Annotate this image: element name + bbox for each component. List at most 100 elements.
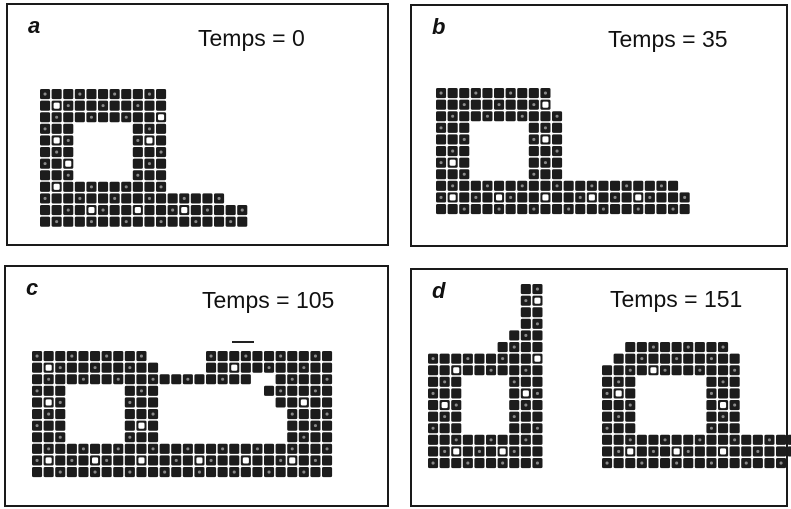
- cell-speckle: [625, 184, 628, 187]
- cell: [322, 397, 332, 407]
- cell: [532, 342, 542, 352]
- cell: [156, 135, 166, 145]
- cell-speckle: [687, 450, 690, 453]
- cell: [148, 421, 158, 431]
- cell: [552, 192, 562, 202]
- cell: [598, 192, 608, 202]
- cell: [451, 354, 461, 364]
- cell-center: [534, 356, 540, 362]
- cell-speckle: [233, 471, 236, 474]
- cell-speckle: [637, 208, 640, 211]
- cell: [506, 111, 516, 121]
- cell: [110, 101, 120, 111]
- cell: [648, 435, 658, 445]
- cell: [44, 386, 54, 396]
- cell: [218, 363, 228, 373]
- cell: [136, 467, 146, 477]
- cell-speckle: [113, 93, 116, 96]
- cell: [206, 467, 216, 477]
- cell: [156, 170, 166, 180]
- cell: [540, 204, 550, 214]
- cell-speckle: [36, 459, 39, 462]
- cell-speckle: [94, 471, 97, 474]
- cell: [102, 467, 112, 477]
- cell: [540, 181, 550, 191]
- cell: [148, 386, 158, 396]
- cell-center: [542, 194, 548, 200]
- cell: [436, 146, 446, 156]
- cell-speckle: [664, 438, 667, 441]
- cell: [148, 455, 158, 465]
- cell: [322, 467, 332, 477]
- cell-speckle: [59, 436, 62, 439]
- cell-speckle: [567, 208, 570, 211]
- cell: [459, 146, 469, 156]
- cell: [299, 455, 309, 465]
- cell-speckle: [756, 450, 759, 453]
- cell: [160, 444, 170, 454]
- cell: [459, 192, 469, 202]
- cell: [532, 307, 542, 317]
- cell: [486, 354, 496, 364]
- cell-speckle: [440, 196, 443, 199]
- cell-center: [138, 457, 144, 463]
- cell: [264, 444, 274, 454]
- cell: [229, 351, 239, 361]
- cell: [509, 400, 519, 410]
- cell-center: [627, 448, 633, 454]
- cell-speckle: [82, 378, 85, 381]
- cell: [436, 204, 446, 214]
- cell: [521, 412, 531, 422]
- cell: [32, 397, 42, 407]
- cell-speckle: [44, 162, 47, 165]
- cell: [148, 397, 158, 407]
- cell-speckle: [648, 196, 651, 199]
- cell: [509, 423, 519, 433]
- cell: [529, 181, 539, 191]
- cell: [52, 159, 62, 169]
- cell-speckle: [113, 197, 116, 200]
- cell: [764, 446, 774, 456]
- cell: [776, 435, 786, 445]
- cell: [125, 409, 135, 419]
- cell-speckle: [544, 92, 547, 95]
- cell: [194, 444, 204, 454]
- cell: [287, 386, 297, 396]
- cell-center: [54, 103, 60, 109]
- cell: [136, 409, 146, 419]
- cell: [540, 169, 550, 179]
- cell-speckle: [513, 346, 516, 349]
- cell: [706, 342, 716, 352]
- cell-speckle: [302, 436, 305, 439]
- cell: [241, 467, 251, 477]
- cell: [299, 421, 309, 431]
- cell: [718, 435, 728, 445]
- cell: [310, 467, 320, 477]
- cell-speckle: [532, 208, 535, 211]
- cell: [451, 377, 461, 387]
- cell: [156, 193, 166, 203]
- cell-speckle: [47, 378, 50, 381]
- cell: [299, 386, 309, 396]
- cell: [529, 123, 539, 133]
- cell-speckle: [474, 196, 477, 199]
- cell: [299, 409, 309, 419]
- cell: [695, 342, 705, 352]
- cell: [133, 89, 143, 99]
- cell: [202, 217, 212, 227]
- cell: [552, 169, 562, 179]
- cell: [602, 400, 612, 410]
- cell: [552, 158, 562, 168]
- cell-center: [289, 457, 295, 463]
- cell-speckle: [463, 173, 466, 176]
- cell-speckle: [451, 115, 454, 118]
- cell-speckle: [780, 462, 783, 465]
- cell: [133, 159, 143, 169]
- cell-speckle: [443, 415, 446, 418]
- cell-speckle: [521, 115, 524, 118]
- cell: [730, 446, 740, 456]
- cell-speckle: [432, 392, 435, 395]
- cell: [506, 204, 516, 214]
- cell: [148, 467, 158, 477]
- cell: [776, 446, 786, 456]
